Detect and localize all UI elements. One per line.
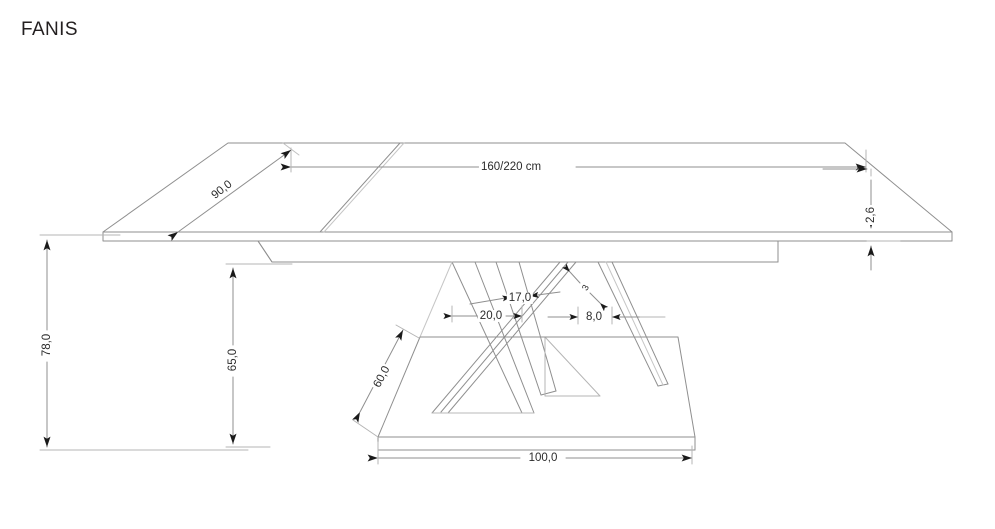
dimension-label-leg-right: 8,0 <box>584 310 604 324</box>
dimension-label-thickness: 2,6 <box>864 205 878 225</box>
dimension-clearance <box>225 263 293 448</box>
dimension-depth <box>167 142 300 241</box>
dimension-label-leg-outer: 20,0 <box>477 309 505 323</box>
dimension-label-total-height: 78,0 <box>40 331 54 359</box>
dimension-leg-inner <box>469 291 561 305</box>
dimension-thickness <box>822 165 901 271</box>
dimension-label-clearance: 65,0 <box>226 346 240 374</box>
dimension-leg-right <box>547 306 666 325</box>
tabletop-geometry <box>102 142 953 242</box>
apron-geometry <box>257 240 779 263</box>
dimension-base-width <box>367 441 693 465</box>
dimension-leg-outer <box>443 305 523 323</box>
page-title: FANIS <box>21 19 78 40</box>
base-plate-geometry <box>377 336 696 451</box>
dimension-label-leg-inner: 17,0 <box>506 291 534 305</box>
dimension-label-base-width: 100,0 <box>526 451 560 465</box>
dimension-label-length: 160/220 cm <box>478 160 544 174</box>
dimension-leg-thickness <box>561 263 609 312</box>
dimension-total-height <box>39 234 249 451</box>
